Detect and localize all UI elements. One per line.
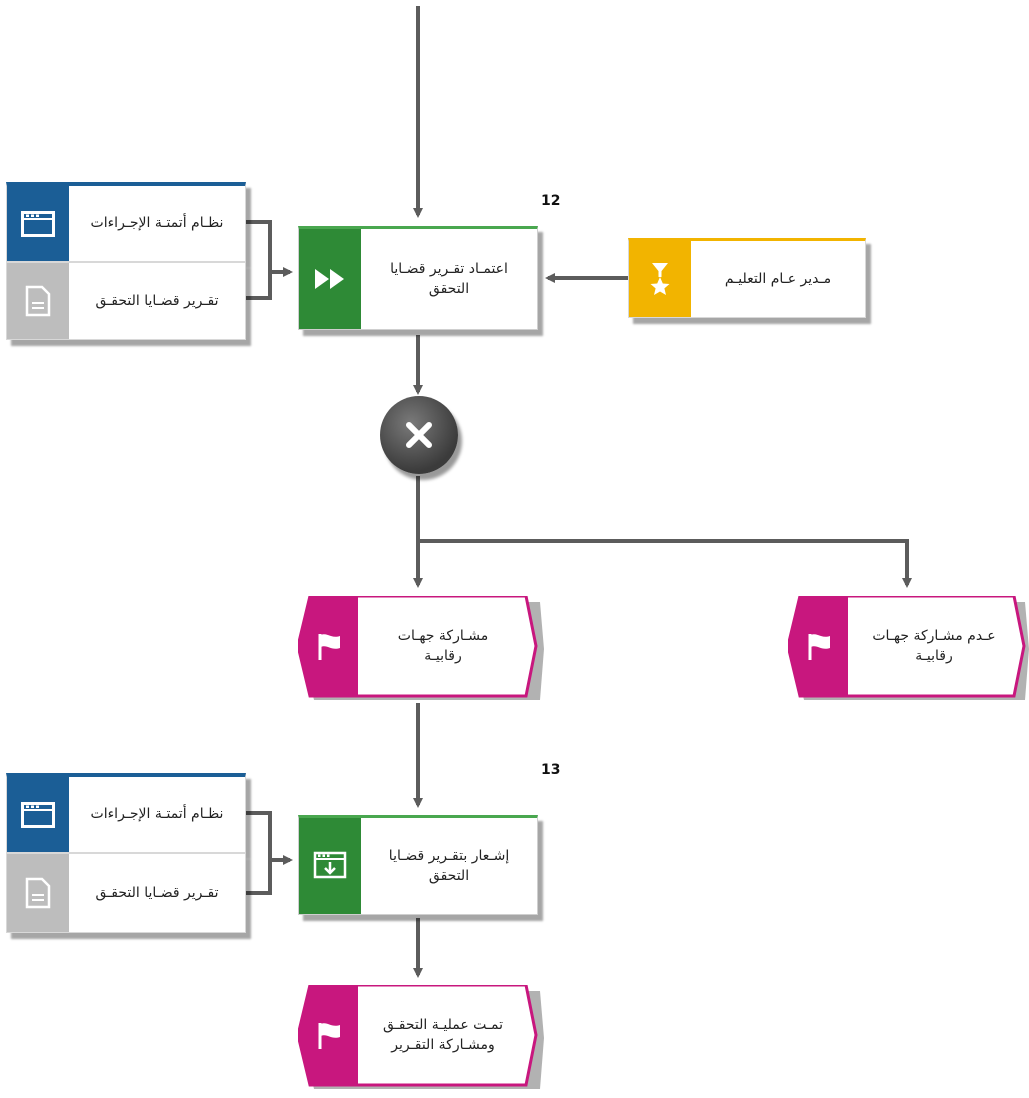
fast-forward-icon	[299, 229, 361, 329]
system-label: نظـام أتمتـة الإجـراءات	[90, 806, 224, 823]
function-label: إشـعار بتقـرير قضـايا التحقق	[361, 818, 537, 914]
event-label-line2: رقابيـة	[915, 648, 953, 664]
event-share-regulators[interactable]: مشـاركة جهـات رقابيـة	[298, 596, 544, 702]
event-shape	[788, 596, 1029, 700]
flag-icon	[316, 1021, 344, 1055]
event-shape	[298, 596, 544, 700]
event-label-line1: مشـاركة جهـات	[397, 627, 489, 644]
event-label-line2: ومشـاركة التقـرير	[391, 1037, 495, 1053]
system-box-bottom[interactable]: نظـام أتمتـة الإجـراءات	[6, 773, 246, 853]
xor-gateway-icon[interactable]	[380, 396, 458, 474]
event-label-line2: رقابيـة	[424, 648, 462, 664]
window-icon	[7, 186, 69, 261]
function-label-line1: إشـعار بتقـرير قضـايا	[388, 847, 510, 864]
flow-arrow-to-noshare-event	[418, 539, 912, 588]
document-icon	[7, 854, 69, 932]
system-box-top[interactable]: نظـام أتمتـة الإجـراءات	[6, 182, 246, 262]
function-label-line2: التحقق	[428, 281, 470, 297]
event-label-line1: عـدم مشـاركة جهـات	[872, 627, 996, 644]
event-label: مشـاركة جهـات رقابيـة	[358, 596, 528, 696]
function-approve-report[interactable]: اعتمـاد تقـرير قضـايا التحقق	[298, 226, 538, 330]
position-star-icon	[629, 241, 691, 317]
role-general-manager[interactable]: مـدير عـام التعليـم	[628, 238, 866, 318]
step-number-12: 12	[541, 193, 561, 209]
event-verification-completed[interactable]: تمـت عمليـة التحقـق ومشـاركة التقـرير	[298, 985, 544, 1091]
function-label-line2: التحقق	[428, 868, 470, 884]
function-label-line1: اعتمـاد تقـرير قضـايا	[390, 260, 508, 277]
window-icon	[7, 777, 69, 852]
system-label: نظـام أتمتـة الإجـراءات	[90, 215, 224, 232]
document-label: تقـرير قضـايا التحقـق	[95, 292, 219, 309]
function-label: اعتمـاد تقـرير قضـايا التحقق	[361, 229, 537, 329]
document-label: تقـرير قضـايا التحقـق	[95, 884, 219, 901]
document-box-bottom[interactable]: تقـرير قضـايا التحقـق	[6, 853, 246, 933]
function-notify-report[interactable]: إشـعار بتقـرير قضـايا التحقق	[298, 815, 538, 915]
document-box-top[interactable]: تقـرير قضـايا التحقـق	[6, 262, 246, 340]
flag-icon	[806, 632, 834, 666]
event-label: تمـت عمليـة التحقـق ومشـاركة التقـرير	[358, 985, 528, 1085]
flag-icon	[316, 632, 344, 666]
event-no-share-regulators[interactable]: عـدم مشـاركة جهـات رقابيـة	[788, 596, 1029, 702]
notification-window-icon	[299, 818, 361, 914]
event-label: عـدم مشـاركة جهـات رقابيـة	[848, 596, 1020, 696]
step-number-13: 13	[541, 762, 561, 778]
event-label-line1: تمـت عمليـة التحقـق	[383, 1016, 503, 1033]
role-label: مـدير عـام التعليـم	[724, 270, 832, 287]
document-icon	[7, 263, 69, 339]
